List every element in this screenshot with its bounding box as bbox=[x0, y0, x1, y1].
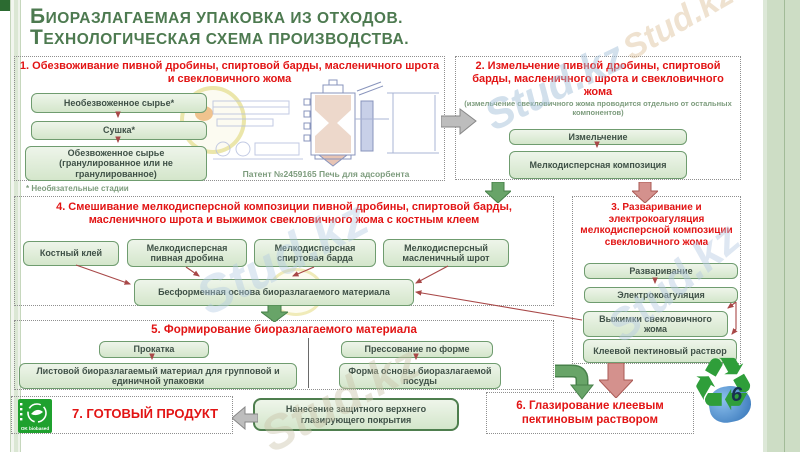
box-fine-composition: Мелкодисперсная композиция bbox=[509, 151, 687, 179]
box-bone-glue: Костный клей bbox=[23, 241, 119, 266]
page-title-line1: Биоразлагаемая упаковка из отходов. bbox=[30, 5, 403, 28]
section-3-boiling-electrocoagulation: 3. Разваривание и электрокоагуляция мелк… bbox=[572, 196, 741, 364]
box-press-molding: Прессование по форме bbox=[341, 341, 493, 358]
box-grinding: Измельчение bbox=[509, 129, 687, 145]
section-4-mixing: 4. Смешивание мелкодисперсной композиции… bbox=[14, 196, 554, 306]
section-6-glazing: 6. Глазирование клеевым пектиновым раств… bbox=[486, 392, 694, 434]
box-sheet-material: Листовой биоразлагаемый материал для гру… bbox=[19, 363, 297, 389]
left-strip bbox=[10, 0, 21, 452]
section-5-header: 5. Формирование биоразлагаемого материал… bbox=[151, 324, 417, 336]
right-sidebar-line bbox=[784, 0, 785, 452]
box-fine-oilseed-meal: Мелкодисперсный масленичный шрот bbox=[383, 239, 509, 267]
page-title-line2: Технологическая схема производства. bbox=[30, 26, 410, 49]
box-fine-stillage: Мелкодисперсная спиртовая барда bbox=[254, 239, 376, 267]
section-1-header: 1. Обезвоживание пивной дробины, спиртов… bbox=[19, 60, 440, 85]
section-2-note: (измельчение свекловичного жома проводит… bbox=[464, 99, 732, 118]
section-2-header: 2. Измельчение пивной дробины, спиртовой… bbox=[472, 60, 724, 98]
biobased-logo: OK biobased bbox=[18, 399, 52, 433]
box-shapeless-base: Бесформенная основа биоразлагаемого мате… bbox=[134, 279, 414, 306]
box-tableware-base-mold: Форма основы биоразлагаемой посуды bbox=[339, 363, 501, 389]
patent-caption: Патент №2459165 Печь для адсорбента bbox=[242, 169, 410, 179]
recycle-icon: ♻ bbox=[690, 343, 757, 426]
section-2-grinding: 2. Измельчение пивной дробины, спиртовой… bbox=[455, 56, 741, 180]
box-fine-brewers-grain: Мелкодисперсная пивная дробина bbox=[127, 239, 247, 267]
section-5-forming: 5. Формирование биоразлагаемого материал… bbox=[14, 320, 554, 390]
section-6-header: 6. Глазирование клеевым пектиновым раств… bbox=[516, 400, 664, 426]
footnote-optional-stages: * Необязательные стадии bbox=[26, 184, 129, 193]
page-number: 6 bbox=[731, 384, 743, 406]
section-4-header: 4. Смешивание мелкодисперсной композиции… bbox=[56, 201, 512, 226]
biobased-logo-text: OK biobased bbox=[21, 426, 50, 431]
corner-square bbox=[0, 0, 11, 11]
recycle-emblem: ♻ 6 bbox=[690, 348, 769, 446]
right-sidebar bbox=[757, 0, 800, 452]
section-1-dewatering: 1. Обезвоживание пивной дробины, спиртов… bbox=[14, 56, 445, 181]
box-raw-material: Необезвоженное сырье* bbox=[31, 93, 207, 113]
section-7-finished-product: OK biobased 7. ГОТОВЫЙ ПРОДУКТ bbox=[11, 396, 233, 434]
section-3-header: 3. Разваривание и электрокоагуляция мелк… bbox=[580, 202, 733, 248]
box-drying: Сушка* bbox=[31, 121, 207, 140]
section-7-header: 7. ГОТОВЫЙ ПРОДУКТ bbox=[71, 406, 219, 421]
box-rolling: Прокатка bbox=[99, 341, 209, 358]
section-5-divider bbox=[308, 338, 309, 388]
box-glaze-coating: Нанесение защитного верхнего глазирующег… bbox=[253, 398, 459, 431]
box-boiling: Разваривание bbox=[584, 263, 738, 279]
box-dewatered-material: Обезвоженное сырье (гранулированное или … bbox=[25, 146, 207, 181]
box-pectin-glue-solution: Клеевой пектиновый раствор bbox=[583, 339, 737, 363]
furnace-drawing bbox=[212, 79, 439, 167]
box-electrocoagulation: Электрокоагуляция bbox=[584, 287, 738, 303]
box-beet-pulp-pomace: Выжимки свекловичного жома bbox=[583, 311, 728, 337]
